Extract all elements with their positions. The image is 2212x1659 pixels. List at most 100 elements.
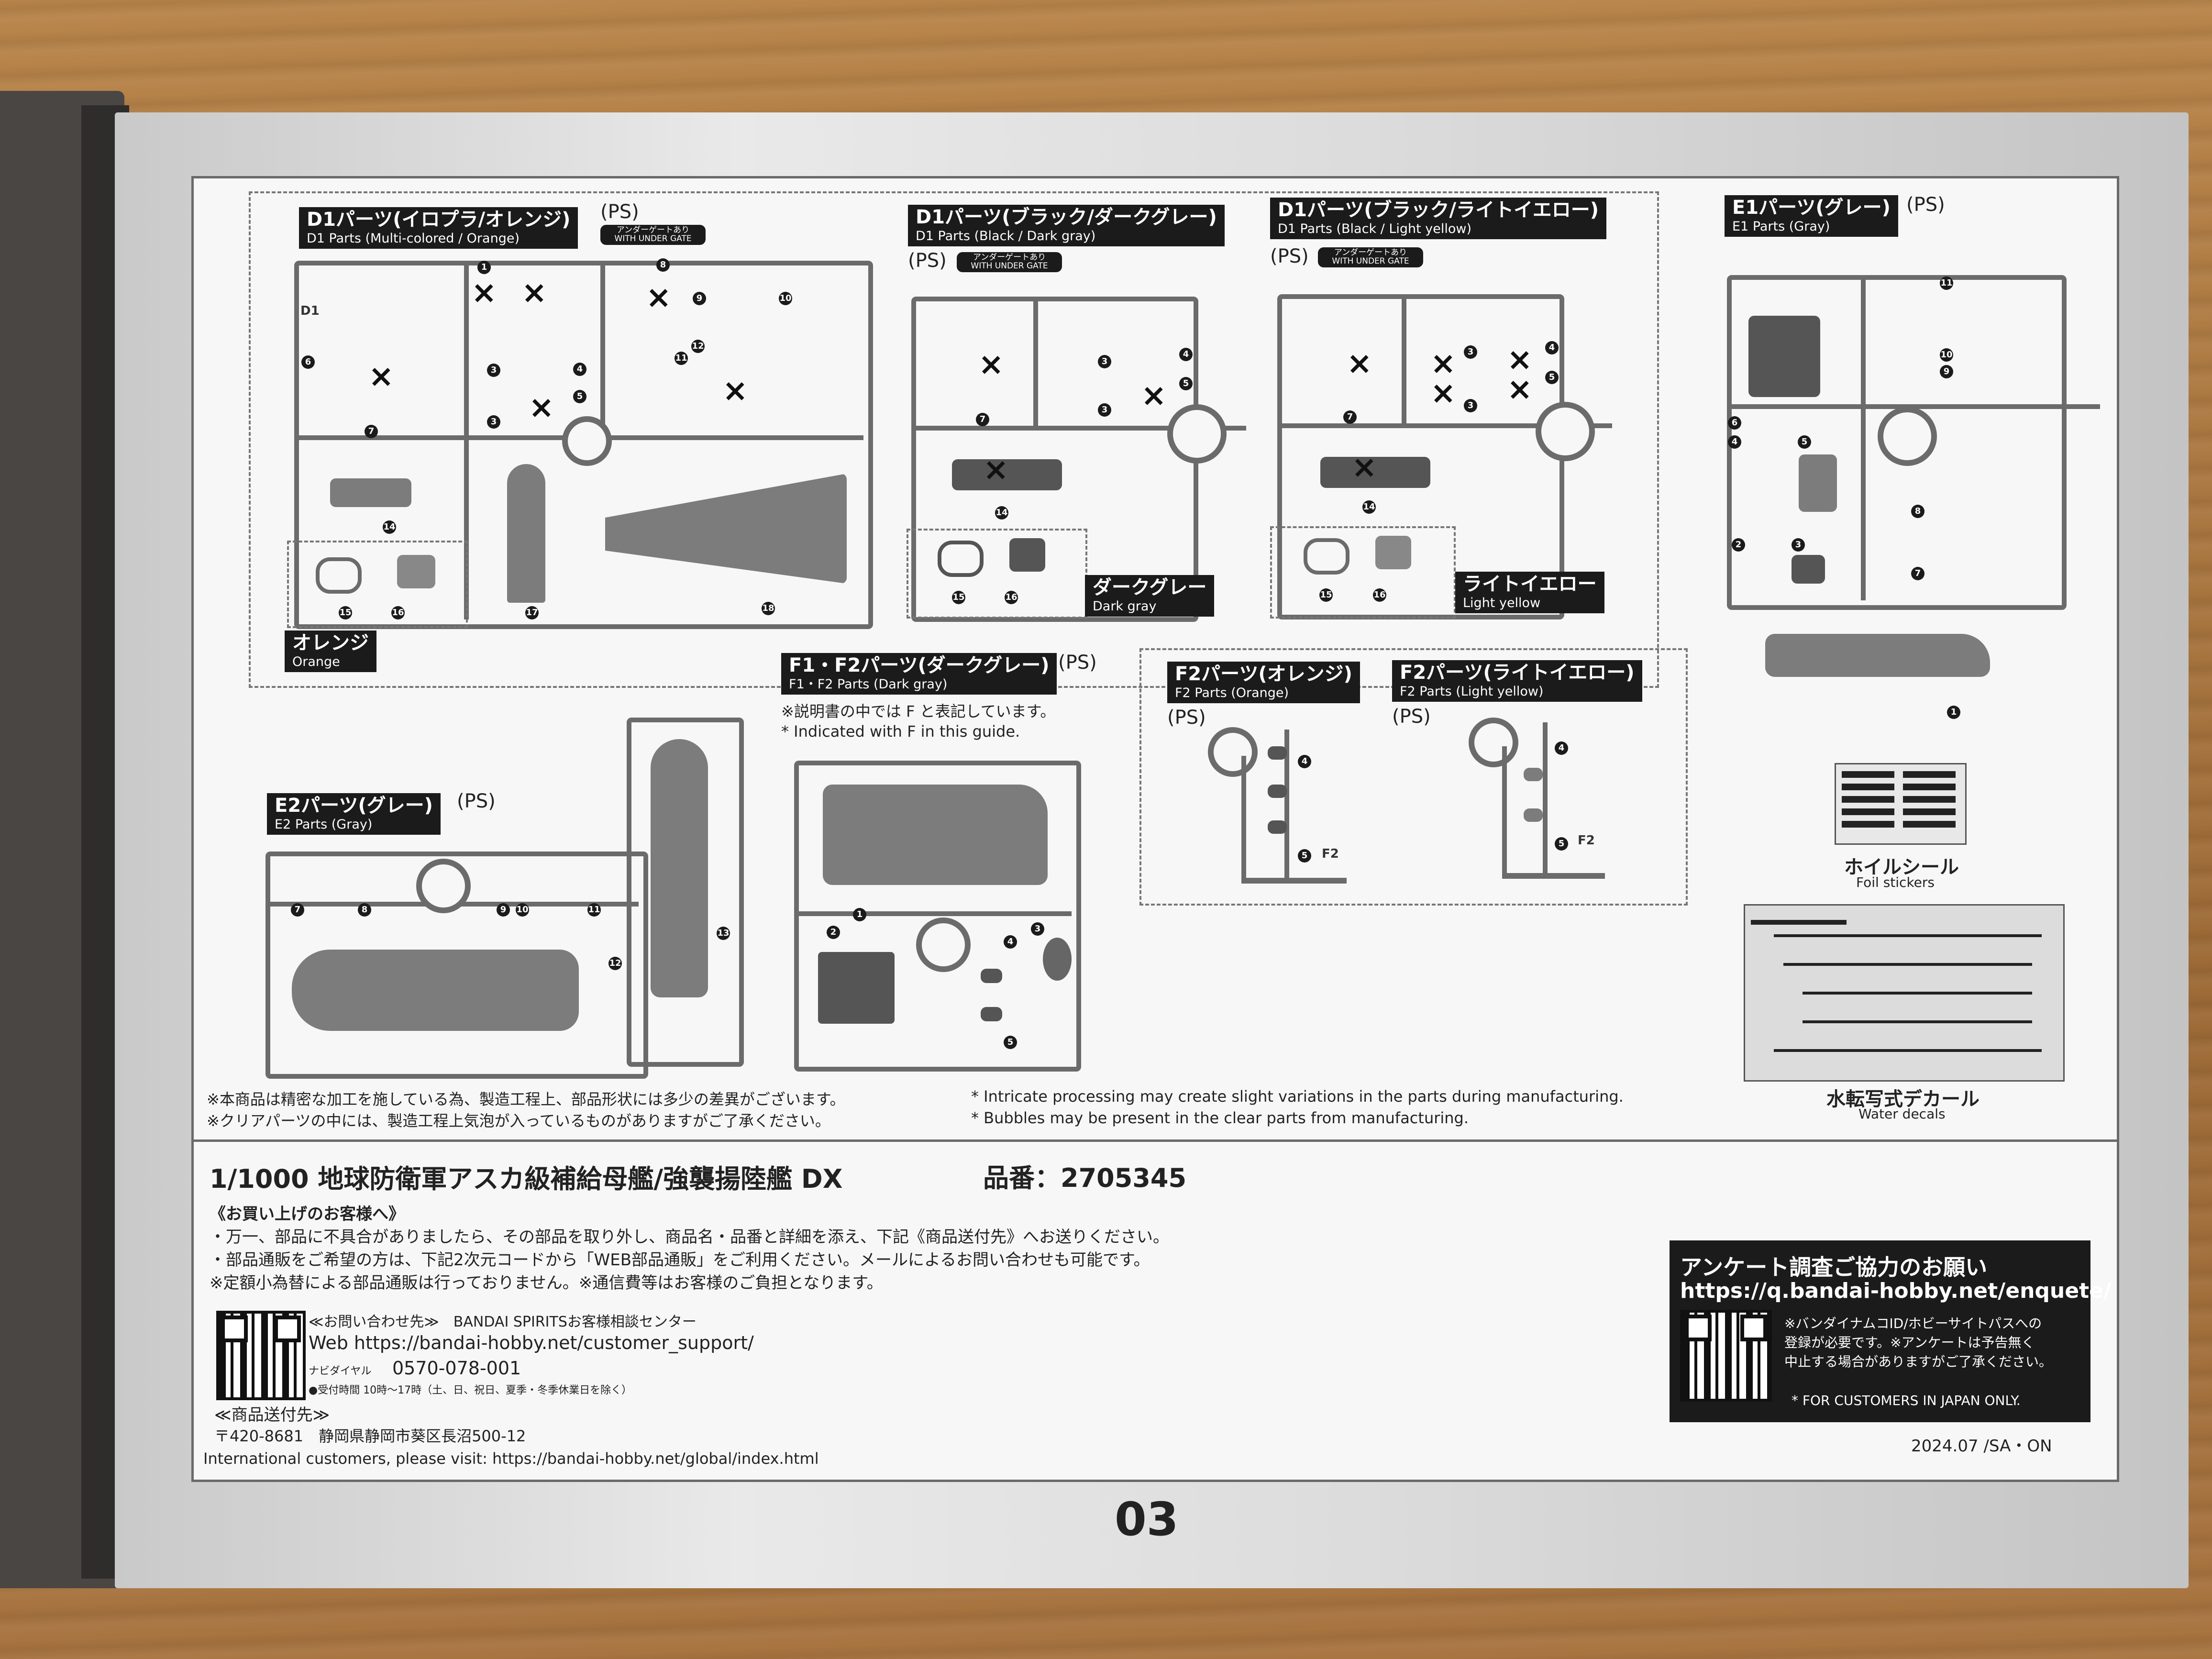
water-decal-sheet [1744,904,2065,1082]
page-number: 03 [1115,1493,1179,1546]
part-number: 7 [1911,567,1924,580]
part-number: 3 [487,364,500,377]
f1f2-label: F1・F2パーツ(ダークグレー) F1・F2 Parts (Dark gray) [781,653,1057,695]
part-number: 9 [497,903,510,917]
runner-bar [911,426,1246,431]
part-number: 5 [1004,1036,1017,1049]
ship-heading: ≪商品送付先≫ [214,1405,330,1425]
e2-label: E2パーツ(グレー) E2 Parts (Gray) [267,793,441,835]
ps-mark: (PS) [600,201,639,223]
part-number: 4 [1555,741,1568,755]
x-mark: × [1507,342,1533,377]
part-number: 12 [691,340,705,353]
part-number: 9 [693,292,706,305]
foil-label-jp: ホイルシール [1844,856,1959,878]
runner-ring [416,859,471,913]
runner-bar [1861,275,1866,600]
runner-bar [1502,873,1605,879]
x-mark: × [529,390,554,425]
international-link[interactable]: International customers, please visit: h… [203,1449,819,1468]
part-number: 4 [1298,755,1311,768]
runner-bar [1277,423,1612,428]
part-number: 2 [827,926,840,939]
part-number: 16 [391,606,405,619]
support-qr-code[interactable] [216,1311,306,1400]
e1-label: E1パーツ(グレー) E1 Parts (Gray) [1725,195,1898,237]
darkgray-subgroup [907,529,1087,619]
label-jp: D1パーツ(ブラック/ダークグレー) [916,206,1217,228]
part-block-f1 [818,952,895,1024]
part-number: 4 [573,363,586,376]
survey-url[interactable]: https://q.bandai-hobby.net/enquete/ [1680,1279,2112,1303]
runner-bar [464,261,469,619]
navi-dial-number: 0570-078-001 [392,1358,521,1379]
part-number: 1 [853,908,866,921]
d1-orange-label: D1パーツ(イロプラ/オレンジ) D1 Parts (Multi-colored… [299,207,578,249]
part-claw [397,555,435,588]
part-cap [1524,808,1543,822]
survey-box: アンケート調査ご協力のお願い https://q.bandai-hobby.ne… [1670,1240,2111,1422]
label-en: D1 Parts (Black / Light yellow) [1278,221,1472,236]
f-note-en: * Indicated with F in this guide. [781,722,1020,741]
label-en: Light yellow [1463,596,1541,610]
f-note-jp: ※説明書の中では F と表記しています。 [781,702,1056,720]
label-en: E2 Parts (Gray) [275,817,373,832]
support-web-link[interactable]: Web https://bandai-hobby.net/customer_su… [309,1332,754,1353]
label-jp: F2パーツ(ライトイエロー) [1400,662,1635,684]
part-number: 9 [1940,365,1953,378]
part-clamp [316,557,362,594]
runner-ring [1469,718,1518,767]
navi-dial-label: ナビダイヤル [309,1365,372,1377]
survey-qr-code[interactable] [1680,1310,1772,1402]
part-deck-f1 [823,785,1048,885]
survey-note-3: 中止する場合がありますがご了承ください。 [1784,1354,2053,1370]
x-mark: × [1430,346,1456,381]
part-claw [1009,538,1045,572]
part-number: 14 [383,520,396,534]
runner-bar [1402,294,1406,423]
part-number: 5 [1555,837,1568,851]
part-number: 7 [291,903,304,917]
x-mark: × [983,452,1009,487]
decal-label-jp: 水転写式デカール [1826,1088,1980,1110]
part-number: 4 [1004,935,1017,949]
ps-mark: (PS) [457,790,496,812]
label-en: E1 Parts (Gray) [1732,219,1830,234]
label-jp: オレンジ [292,632,369,654]
part-bracket [1792,555,1825,584]
part-cap [1268,746,1287,760]
survey-note-2: 登録が必要です。※アンケートは予告無く [1784,1335,2035,1350]
part-number: 5 [1798,435,1811,449]
orange-subgroup [287,541,468,628]
ps-mark: (PS) [1270,245,1309,267]
x-mark: × [471,275,497,310]
e2-runner [265,852,648,1079]
part-claw [1375,536,1411,569]
runner-bar [1241,878,1347,884]
part-number: 5 [1179,377,1193,390]
part-number: 13 [717,927,730,940]
part-number: 18 [762,602,775,615]
notice-jp-2: ※クリアパーツの中には、製造工程上気泡が入っているものがありますがご了承ください… [207,1112,830,1130]
part-number: 17 [525,606,539,619]
part-number: 3 [1464,399,1477,412]
section-divider [191,1139,2119,1142]
x-mark: × [1430,376,1456,411]
under-gate-badge: アンダーゲートあり WITH UNDER GATE [600,225,706,245]
ship-address: 〒420-8681 静岡県静岡市葵区長沼500-12 [214,1427,526,1445]
x-mark: × [1507,372,1533,407]
ps-mark: (PS) [908,250,947,272]
label-en: F2 Parts (Orange) [1175,686,1289,700]
part-number: 7 [976,413,989,426]
label-jp: F1・F2パーツ(ダークグレー) [789,654,1050,676]
runner-bar [1543,722,1548,875]
x-mark: × [1141,378,1167,413]
part-number: 4 [1545,341,1559,354]
part-engine [1320,457,1430,488]
part-cap [981,1007,1002,1021]
runner-bar [1033,297,1038,426]
ps-mark: (PS) [1058,652,1097,674]
part-number: 6 [301,355,315,369]
x-mark: × [521,275,547,310]
notice-jp-1: ※本商品は精密な加工を施している為、製造工程上、部品形状には多少の差異がございま… [207,1090,845,1108]
